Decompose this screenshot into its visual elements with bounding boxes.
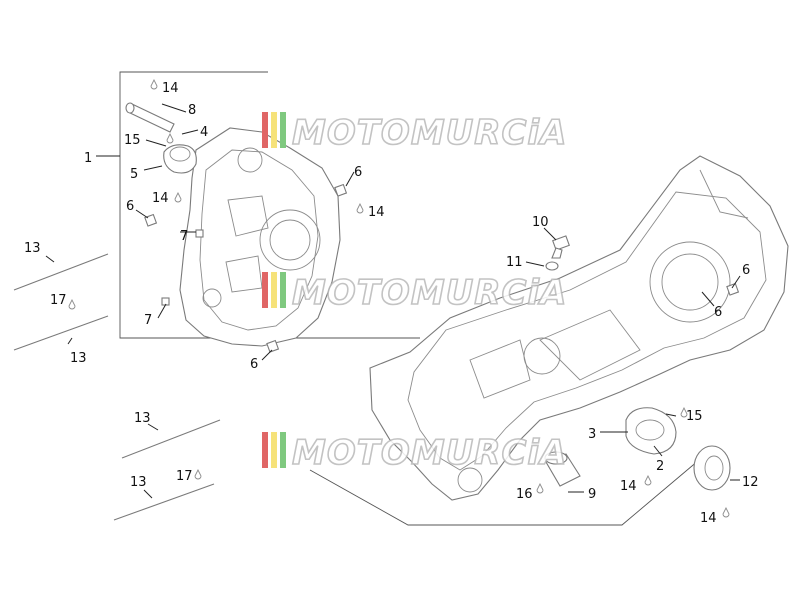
- callout-17: 17: [50, 293, 67, 308]
- studs-13: [13, 253, 221, 521]
- oil-seal-12: [693, 445, 731, 491]
- watermark-text: MOTOMURCiA: [292, 273, 567, 313]
- callout-10: 10: [532, 215, 549, 230]
- callout-7: 7: [180, 229, 188, 244]
- callout-9: 9: [588, 487, 596, 502]
- callout-13: 13: [24, 241, 41, 256]
- callout-6: 6: [354, 165, 362, 180]
- callout-13: 13: [70, 351, 87, 366]
- bearing-3: [625, 407, 677, 455]
- screw-10: [551, 235, 570, 259]
- callout-14: 14: [700, 511, 717, 526]
- callout-14: 14: [162, 81, 179, 96]
- callout-14: 14: [368, 205, 385, 220]
- watermark-text: MOTOMURCiA: [292, 113, 567, 153]
- callout-13: 13: [134, 411, 151, 426]
- washer-11: [545, 261, 559, 271]
- callout-7: 7: [144, 313, 152, 328]
- callout-6: 6: [250, 357, 258, 372]
- watermark-text: MOTOMURCiA: [292, 433, 567, 473]
- callout-labels: 1 8 14 4 15 5 14 6 14 6 7 13 17 7 13 6 1…: [24, 81, 759, 526]
- callout-8: 8: [188, 103, 196, 118]
- callout-1: 1: [84, 151, 92, 166]
- callout-6: 6: [714, 305, 722, 320]
- callout-14: 14: [152, 191, 169, 206]
- callout-11: 11: [506, 255, 523, 270]
- watermark-1: MOTOMURCiA: [262, 112, 567, 154]
- callout-5: 5: [130, 167, 138, 182]
- leader-lines: [45, 103, 741, 499]
- bearing-5: [163, 144, 197, 174]
- callout-13: 13: [130, 475, 147, 490]
- dowel-pin-8: [125, 102, 175, 133]
- watermark-2: MOTOMURCiA: [262, 272, 567, 314]
- bushing-9: [544, 451, 581, 487]
- callout-12: 12: [742, 475, 759, 490]
- callout-3: 3: [588, 427, 596, 442]
- callout-6: 6: [126, 199, 134, 214]
- drops-14-15-16-17: [68, 78, 730, 518]
- callout-15: 15: [686, 409, 703, 424]
- watermark-3: MOTOMURCiA: [262, 432, 567, 474]
- callout-16: 16: [516, 487, 533, 502]
- callout-2: 2: [656, 459, 664, 474]
- callout-17: 17: [176, 469, 193, 484]
- callout-15: 15: [124, 133, 141, 148]
- right-crankcase-half: [369, 155, 789, 501]
- callout-4: 4: [200, 125, 208, 140]
- callout-14: 14: [620, 479, 637, 494]
- callout-6: 6: [742, 263, 750, 278]
- left-crankcase-half: [179, 127, 341, 347]
